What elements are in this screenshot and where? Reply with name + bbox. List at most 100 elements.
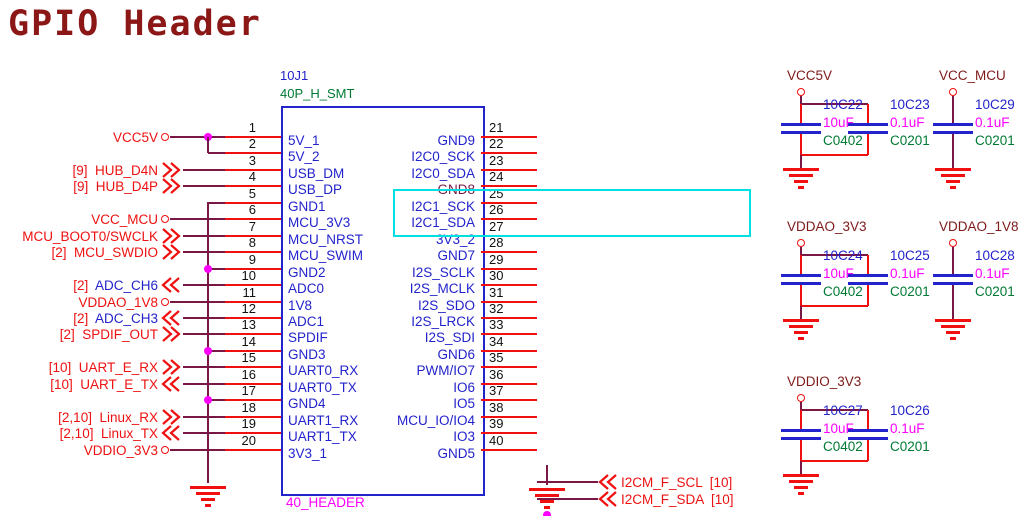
- pin-number: 5: [248, 186, 256, 201]
- page-ref: [10]: [709, 475, 733, 490]
- offpage-connector-MCU_SWDIO[interactable]: [2] MCU_SWDIO: [51, 246, 158, 260]
- power-port-label[interactable]: VDDIO_3V3: [787, 374, 862, 389]
- pin-stub-line: [225, 301, 281, 303]
- power-port-VCC5V[interactable]: [797, 88, 805, 96]
- offpage-chevron-out: [160, 178, 182, 194]
- gnd-symbol-bar: [529, 488, 565, 491]
- wire: [208, 350, 225, 352]
- offpage-connector-Linux_TX[interactable]: [2,10] Linux_TX: [60, 427, 158, 441]
- offpage-connector-Linux_RX[interactable]: [2,10] Linux_RX: [58, 411, 158, 425]
- gnd-symbol-bar: [540, 500, 554, 503]
- pin-number: 7: [248, 219, 256, 234]
- offpage-chevron-in: [160, 277, 182, 293]
- power-port-label[interactable]: VCC_MCU: [939, 68, 1006, 83]
- wire: [801, 103, 868, 105]
- pin-stub-line: [225, 202, 281, 204]
- offpage-connector-ADC_CH6[interactable]: [2] ADC_CH6: [73, 279, 158, 293]
- component-refdes[interactable]: 10J1: [280, 68, 309, 83]
- pin-number: 36: [489, 367, 504, 382]
- pin-number: 39: [489, 416, 504, 431]
- pin-number: 12: [241, 301, 256, 316]
- cap-plate: [933, 131, 973, 134]
- capacitor-10C25[interactable]: [848, 271, 888, 285]
- pin-stub-line: [225, 399, 281, 401]
- cap-plate: [781, 437, 821, 440]
- wire: [801, 460, 868, 462]
- pin-name: 3V3_1: [288, 446, 328, 461]
- power-port-VCC5V[interactable]: [161, 133, 169, 141]
- net-label: Linux_TX: [100, 426, 158, 441]
- power-port-VDDAO_1V8[interactable]: [949, 239, 957, 247]
- wire: [867, 410, 869, 429]
- offpage-connector-ADC_CH3[interactable]: [2] ADC_CH3: [73, 312, 158, 326]
- offpage-chevron-in: [597, 491, 619, 507]
- wire: [952, 285, 954, 319]
- pin-stub-line: [481, 301, 537, 303]
- wire: [801, 254, 868, 256]
- gnd-symbol-bar: [798, 186, 804, 189]
- pin-stub-line: [481, 268, 537, 270]
- pin-number: 28: [489, 235, 504, 250]
- offpage-connector-HUB_D4P[interactable]: [9] HUB_D4P: [73, 180, 158, 194]
- pin-stub-line: [225, 366, 281, 368]
- power-port-VCC_MCU[interactable]: [161, 215, 169, 223]
- gpio-header-component[interactable]: [281, 106, 485, 496]
- power-port-label[interactable]: VDDAO_1V8: [78, 295, 158, 310]
- offpage-connector-UART_E_TX[interactable]: [10] UART_E_TX: [50, 378, 158, 392]
- power-port-VCC_MCU[interactable]: [949, 88, 957, 96]
- gnd-symbol-bar: [783, 319, 819, 322]
- power-port-VDDAO_1V8[interactable]: [161, 298, 169, 306]
- pin-number: 38: [489, 400, 504, 415]
- pin-stub-line: [225, 432, 281, 434]
- wire: [867, 255, 869, 274]
- pin-number: 31: [489, 285, 504, 300]
- wire: [183, 432, 225, 434]
- power-port-label[interactable]: VDDIO_3V3: [83, 443, 158, 458]
- wire: [952, 134, 954, 168]
- capacitor-10C28[interactable]: [933, 271, 973, 285]
- offpage-connector-SPDIF_OUT[interactable]: [2] SPDIF_OUT: [60, 328, 158, 342]
- power-port-label[interactable]: VDDAO_1V8: [939, 219, 1019, 234]
- component-footprint[interactable]: 40_HEADER: [286, 495, 365, 510]
- offpage-connector-HUB_D4N[interactable]: [9] HUB_D4N: [72, 164, 158, 178]
- pin-number: 37: [489, 383, 504, 398]
- offpage-connector-I2CM_F_SCL[interactable]: I2CM_F_SCL [10]: [621, 476, 732, 490]
- capacitor-10C27[interactable]: [781, 426, 821, 440]
- pin-stub-line: [225, 235, 281, 237]
- power-port-label[interactable]: VCC5V: [112, 130, 158, 145]
- page-ref: [10]: [48, 360, 79, 375]
- offpage-connector-I2CM_F_SDA[interactable]: I2CM_F_SDA [10]: [621, 493, 734, 507]
- pin-stub-line: [225, 268, 281, 270]
- capacitor-10C24[interactable]: [781, 271, 821, 285]
- net-label: Linux_RX: [99, 410, 158, 425]
- capacitor-10C23[interactable]: [848, 120, 888, 134]
- offpage-connector-UART_E_RX[interactable]: [10] UART_E_RX: [49, 361, 158, 375]
- pin-number: 6: [248, 202, 256, 217]
- capacitor-10C29[interactable]: [933, 120, 973, 134]
- gnd-symbol-bar: [798, 337, 804, 340]
- gnd-symbol-bar: [946, 331, 960, 334]
- wire: [170, 218, 225, 220]
- power-port-label[interactable]: VCC5V: [787, 68, 833, 83]
- wire: [208, 202, 225, 204]
- wire: [170, 449, 225, 451]
- offpage-chevron-out: [160, 409, 182, 425]
- power-port-label[interactable]: VDDAO_3V3: [787, 219, 867, 234]
- power-port-label[interactable]: VCC_MCU: [91, 212, 158, 227]
- gnd-symbol-bar: [535, 494, 559, 497]
- pin-number: 33: [489, 317, 504, 332]
- capacitor-10C22[interactable]: [781, 120, 821, 134]
- power-port-VDDIO_3V3[interactable]: [797, 394, 805, 402]
- pin-number: 4: [248, 169, 256, 184]
- offpage-chevron-out: [160, 326, 182, 342]
- net-label: I2CM_F_SCL: [621, 475, 710, 490]
- power-port-VDDIO_3V3[interactable]: [161, 446, 169, 454]
- capacitor-10C26[interactable]: [848, 426, 888, 440]
- offpage-connector-MCU_BOOT0/SWCLK[interactable]: MCU_BOOT0/SWCLK: [22, 230, 158, 244]
- component-device[interactable]: 40P_H_SMT: [280, 86, 355, 101]
- pin-number: 26: [489, 202, 504, 217]
- gnd-symbol-bar: [794, 486, 808, 489]
- power-port-VDDAO_3V3[interactable]: [797, 239, 805, 247]
- pin-name: ADC0: [288, 281, 325, 296]
- pin-stub-line: [225, 185, 281, 187]
